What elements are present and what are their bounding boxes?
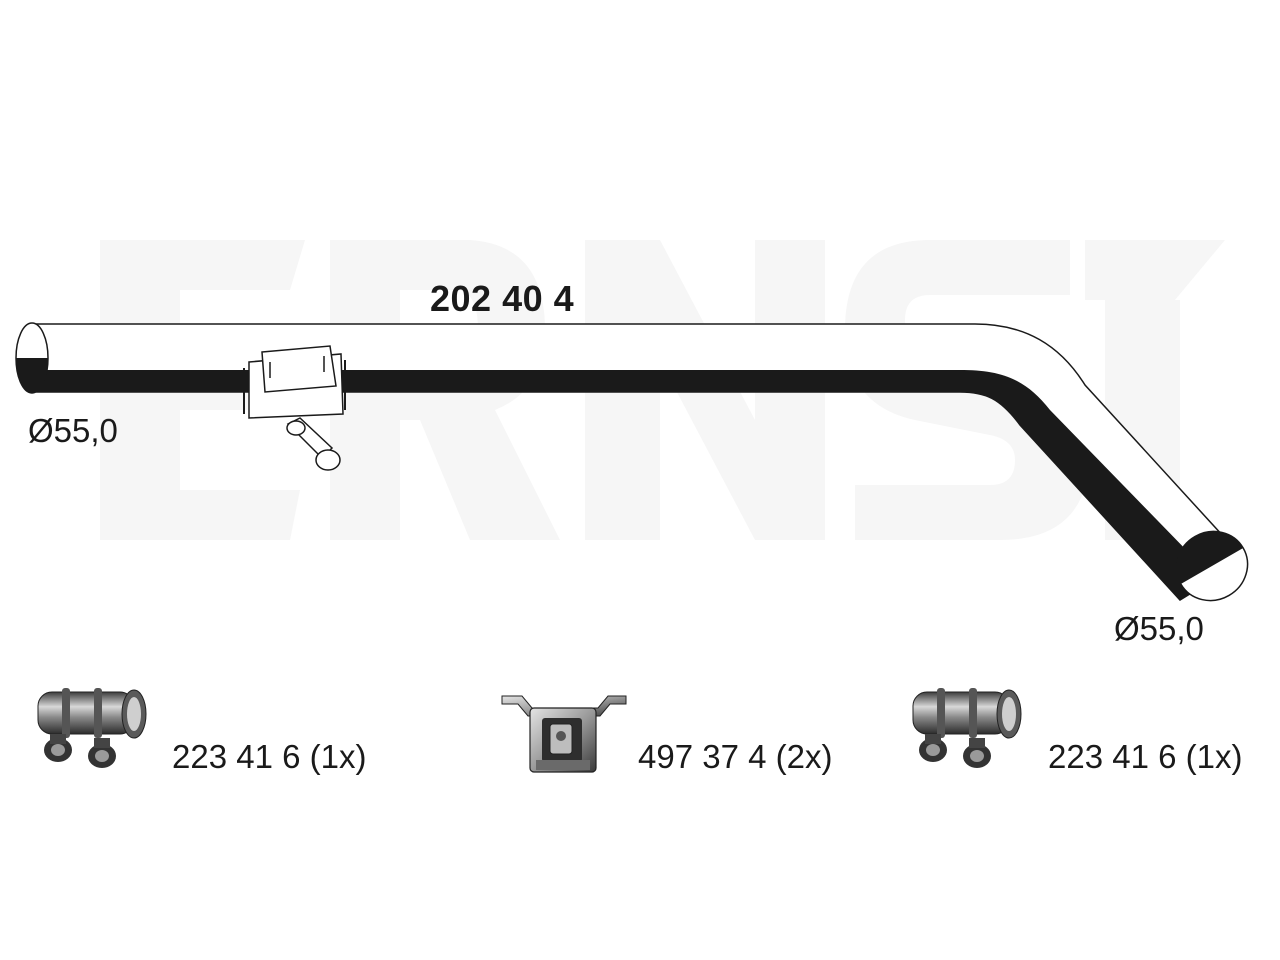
accessory-label-hanger: 497 37 4 (2x) [638, 738, 833, 775]
rubber-hanger-icon [501, 695, 627, 773]
accessory-label-clamp-right: 223 41 6 (1x) [1048, 738, 1243, 775]
mounting-bracket [243, 345, 346, 471]
clamp-icon [37, 687, 147, 769]
diameter-left-label: Ø55,0 [28, 412, 118, 449]
pipe-end-right [1175, 530, 1249, 602]
pipe-end-left [15, 322, 49, 394]
clamp-icon [912, 687, 1022, 769]
part-number-label: 202 40 4 [430, 278, 575, 319]
accessory-label-clamp-left: 223 41 6 (1x) [172, 738, 367, 775]
diameter-right-label: Ø55,0 [1114, 610, 1204, 647]
